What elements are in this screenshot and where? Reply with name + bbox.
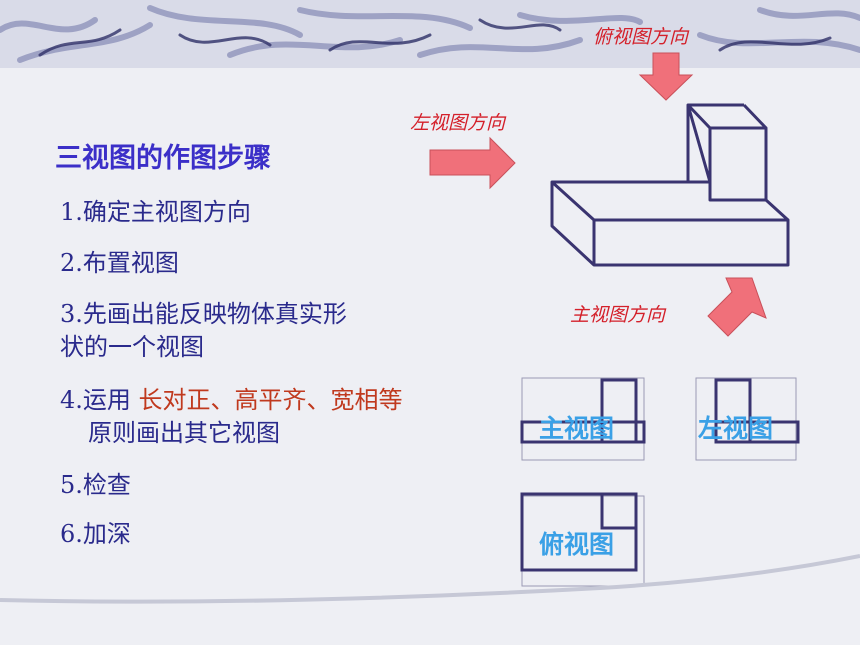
step-2: 2.布置视图 xyxy=(60,249,179,277)
step-3-line-2: 状的一个视图 xyxy=(60,333,204,361)
step-4-line-1: 4.运用 长对正、高平齐、宽相等 xyxy=(60,380,403,415)
step-5: 5.检查 xyxy=(60,471,131,499)
step-1: 1.确定主视图方向 xyxy=(60,198,251,226)
page-title: 三视图的作图步骤 xyxy=(55,143,271,174)
front-view-label: 主视图 xyxy=(539,414,615,443)
step-4-line-2: 原则画出其它视图 xyxy=(88,419,280,447)
step-6: 6.加深 xyxy=(60,520,131,548)
header-decoration xyxy=(0,0,860,68)
left-view-label: 左视图 xyxy=(698,414,774,443)
step-4-prefix: 4.运用 xyxy=(60,386,139,414)
front-direction-label: 主视图方向 xyxy=(570,304,666,326)
step-3-line-1: 3.先画出能反映物体真实形 xyxy=(60,300,347,328)
top-view-label: 俯视图 xyxy=(539,530,615,559)
top-direction-label: 俯视图方向 xyxy=(593,26,689,48)
step-4-highlight: 长对正、高平齐、宽相等 xyxy=(138,386,403,414)
left-direction-label: 左视图方向 xyxy=(410,112,506,134)
